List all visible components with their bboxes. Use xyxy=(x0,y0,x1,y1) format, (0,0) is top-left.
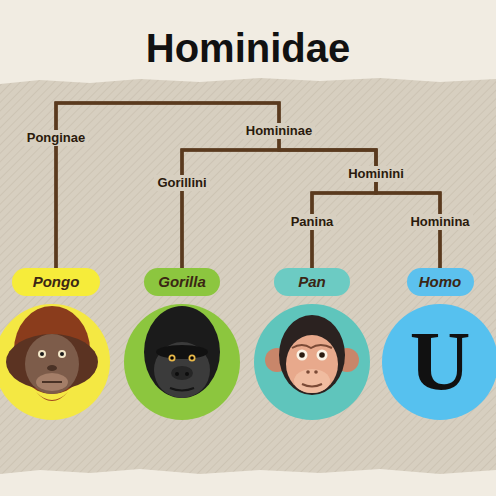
tree-branch xyxy=(56,103,440,268)
genus-pill: Pan xyxy=(274,268,350,296)
human-glyph: U xyxy=(410,320,471,404)
genus-name: Pongo xyxy=(33,268,80,296)
chimpanzee-face xyxy=(254,304,370,420)
genus-pill: Pongo xyxy=(12,268,100,296)
clade-label: Homininae xyxy=(243,123,315,139)
tree-branch xyxy=(182,150,440,268)
clade-label: Hominini xyxy=(345,166,407,182)
orangutan-face xyxy=(0,304,110,420)
clade-label: Ponginae xyxy=(24,130,89,146)
gorilla-face xyxy=(124,304,240,420)
tree-branch xyxy=(56,103,376,268)
clade-label: Gorillini xyxy=(154,175,209,191)
diagram-title: Hominidae xyxy=(146,26,350,70)
genus-name: Homo xyxy=(419,268,462,296)
genus-pill: Gorilla xyxy=(144,268,220,296)
clade-label: Hominina xyxy=(407,214,472,230)
genus-pill: Homo xyxy=(407,268,474,296)
genus-name: Gorilla xyxy=(158,268,206,296)
human-badge xyxy=(382,304,496,420)
genus-name: Pan xyxy=(298,268,326,296)
tree-branch xyxy=(312,193,440,268)
clade-label: Panina xyxy=(288,214,337,230)
